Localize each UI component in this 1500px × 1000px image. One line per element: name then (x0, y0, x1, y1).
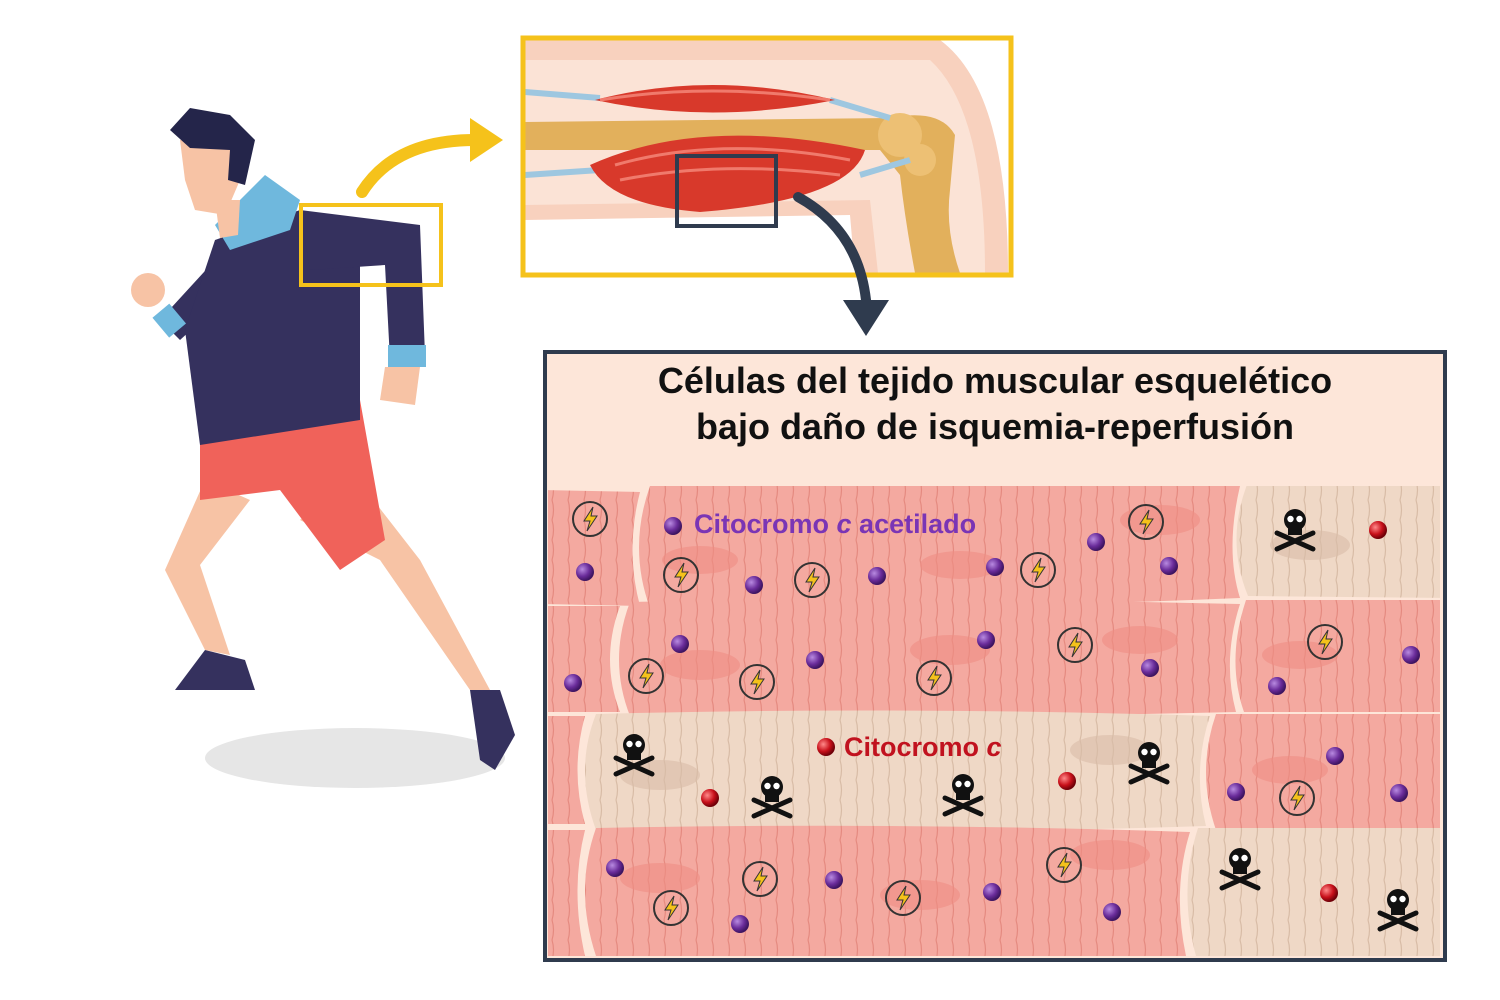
fiber-healthy (548, 606, 620, 712)
label-acetylated-prefix: Citocromo (694, 509, 837, 539)
runner-hair (170, 108, 255, 185)
label-cytochrome-c: Citocromo c (844, 732, 1002, 763)
arm-anatomy-inset (523, 38, 1011, 275)
runner-back-shoe (175, 650, 255, 690)
purple-sphere (1227, 783, 1245, 801)
runner-front-arm (300, 210, 425, 360)
purple-sphere (664, 517, 682, 535)
zoom-arrow-dark (793, 192, 871, 305)
red-sphere (817, 738, 835, 756)
fiber-healthy (548, 490, 640, 606)
acetylated-cytochrome-c-molecules (564, 517, 1420, 933)
fiber-healthy (1206, 714, 1440, 832)
purple-sphere (1326, 747, 1344, 765)
purple-sphere (986, 558, 1004, 576)
label-acetylated-cytochrome-c: Citocromo c acetilado (694, 509, 976, 540)
runner-front-cuff (388, 345, 426, 367)
purple-sphere (868, 567, 886, 585)
muscle-zoom-box (675, 154, 778, 228)
label-cytochrome-prefix: Citocromo (844, 732, 987, 762)
fiber-dead (1187, 828, 1440, 956)
runner-face (180, 135, 240, 215)
zoom-arrow-yellow (356, 134, 481, 198)
fiber-healthy (639, 486, 1240, 609)
purple-sphere (671, 635, 689, 653)
label-acetylated-italic: c (836, 509, 852, 539)
purple-sphere (1103, 903, 1121, 921)
purple-sphere (1390, 784, 1408, 802)
red-sphere (1320, 884, 1338, 902)
anatomy-inset-frame (520, 35, 1014, 278)
purple-sphere (825, 871, 843, 889)
fiber-healthy (548, 716, 585, 824)
runner-front-shoe (470, 690, 515, 770)
runner-illustration (131, 108, 515, 788)
fiber-dead (585, 710, 1210, 833)
arm-highlight-box (299, 203, 443, 287)
zoom-arrowhead-dark (843, 300, 889, 336)
runner-shorts (200, 400, 385, 570)
red-sphere (701, 789, 719, 807)
red-sphere (1058, 772, 1076, 790)
purple-sphere (606, 859, 624, 877)
purple-sphere (576, 563, 594, 581)
panel-title-line2: bajo daño de isquemia-reperfusión (695, 406, 1295, 447)
red-sphere (1369, 521, 1387, 539)
panel-title-line1: Células del tejido muscular esquelético (657, 360, 1333, 401)
purple-sphere (564, 674, 582, 692)
fiber-healthy (548, 830, 585, 956)
runner-front-hand (380, 367, 420, 405)
purple-sphere (1160, 557, 1178, 575)
purple-sphere (731, 915, 749, 933)
purple-sphere (983, 883, 1001, 901)
purple-sphere (745, 576, 763, 594)
cell-panel-frame (543, 350, 1447, 962)
purple-sphere (1268, 677, 1286, 695)
purple-sphere (1141, 659, 1159, 677)
purple-sphere (806, 651, 824, 669)
runner-back-leg (165, 480, 250, 655)
zoom-arrowhead-yellow (470, 118, 503, 162)
purple-sphere (977, 631, 995, 649)
label-cytochrome-italic: c (986, 732, 1002, 762)
label-acetylated-suffix: acetilado (851, 509, 977, 539)
purple-sphere (1087, 533, 1105, 551)
cytochrome-c-molecules (701, 521, 1387, 902)
panel-title: Células del tejido muscular esquelético … (548, 358, 1442, 450)
runner-shadow (205, 728, 505, 788)
purple-sphere (1402, 646, 1420, 664)
runner-back-fist (131, 273, 165, 307)
runner-back-cuff (152, 303, 187, 338)
